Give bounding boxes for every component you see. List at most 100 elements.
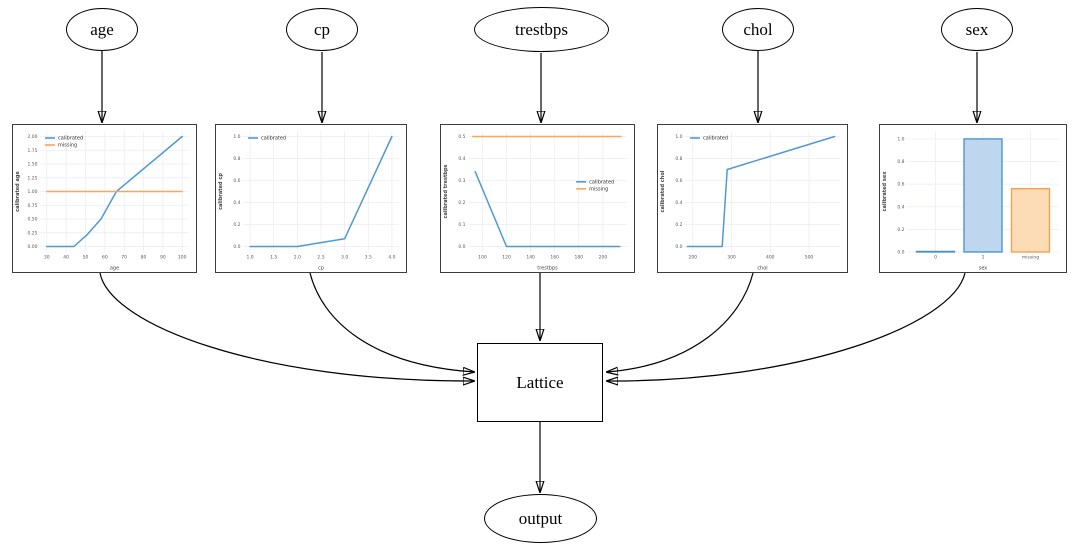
feature-node-trestbps: trestbps (474, 7, 609, 52)
svg-text:missing: missing (589, 187, 608, 193)
svg-text:0.50: 0.50 (27, 217, 37, 223)
svg-text:0.25: 0.25 (27, 230, 37, 236)
svg-text:180: 180 (575, 255, 584, 261)
feature-node-sex-label: sex (965, 19, 989, 39)
svg-text:60: 60 (102, 255, 108, 261)
svg-text:100: 100 (178, 255, 187, 261)
svg-text:3.5: 3.5 (365, 255, 372, 261)
calibration-plot-chol: 200 300 400 500 0.0 0.2 0.4 0.6 0.8 1.0 calibrated… (657, 124, 848, 273)
svg-text:0.4: 0.4 (675, 200, 682, 206)
svg-text:0.0: 0.0 (897, 250, 904, 256)
svg-text:0.1: 0.1 (458, 222, 465, 228)
svg-text:chol: chol (757, 266, 767, 272)
svg-text:0.0: 0.0 (233, 244, 240, 250)
feature-node-cp-label: cp (313, 19, 331, 39)
svg-text:0.8: 0.8 (675, 156, 682, 162)
svg-text:1.75: 1.75 (27, 148, 37, 154)
calibration-plot-trestbps: 100 120 140 160 180 200 0.0 0.1 0.2 0.3 0.4 0.5 cali… (440, 124, 635, 273)
edge-calibration-cp-to-lattice (309, 272, 474, 372)
svg-text:missing: missing (1022, 255, 1039, 261)
svg-text:300: 300 (727, 255, 736, 261)
svg-text:0.6: 0.6 (675, 178, 682, 184)
svg-text:0.4: 0.4 (897, 204, 904, 210)
svg-text:0.0: 0.0 (675, 244, 682, 250)
svg-text:1.0: 1.0 (233, 134, 240, 140)
svg-text:0.8: 0.8 (233, 156, 240, 162)
svg-text:calibrated sex: calibrated sex (882, 171, 888, 212)
svg-text:1.0: 1.0 (675, 134, 682, 140)
svg-text:1: 1 (982, 255, 985, 261)
svg-text:0.4: 0.4 (458, 156, 465, 162)
svg-text:4.0: 4.0 (388, 255, 395, 261)
lattice-node-label: Lattice (516, 372, 564, 392)
svg-text:0.2: 0.2 (458, 200, 465, 206)
svg-text:40: 40 (63, 255, 69, 261)
svg-text:calibrated age: calibrated age (15, 171, 21, 212)
calibration-plot-sex: 0 1 missing 0.0 0.2 0.4 0.6 0.8 1.0 sex calibrated… (879, 124, 1067, 273)
calibration-chart-chol: 200 300 400 500 0.0 0.2 0.4 0.6 0.8 1.0 calibrated… (658, 125, 847, 272)
svg-text:sex: sex (979, 266, 988, 272)
feature-node-trestbps-label: trestbps (515, 19, 568, 39)
feature-node-chol: chol (722, 8, 794, 51)
feature-node-cp: cp (286, 8, 358, 51)
svg-text:160: 160 (550, 255, 559, 261)
svg-text:30: 30 (44, 255, 50, 261)
edge-calibration-sex-to-lattice (607, 272, 966, 381)
svg-text:calibrated: calibrated (261, 136, 286, 142)
svg-text:calibrated: calibrated (703, 136, 728, 142)
svg-text:0.2: 0.2 (675, 222, 682, 228)
svg-text:1.0: 1.0 (247, 255, 254, 261)
output-node-label: output (518, 508, 563, 528)
svg-text:2.0: 2.0 (294, 255, 301, 261)
svg-text:1.50: 1.50 (27, 162, 37, 168)
svg-text:0.6: 0.6 (233, 178, 240, 184)
svg-text:140: 140 (526, 255, 535, 261)
svg-text:200: 200 (599, 255, 608, 261)
svg-text:2.00: 2.00 (27, 134, 37, 140)
feature-node-age: age (66, 8, 138, 51)
svg-text:missing: missing (58, 143, 77, 149)
svg-text:calibrated: calibrated (58, 136, 83, 142)
svg-text:400: 400 (766, 255, 775, 261)
feature-node-age-label: age (90, 19, 114, 39)
svg-text:0.2: 0.2 (897, 227, 904, 233)
feature-node-sex: sex (941, 8, 1013, 51)
svg-text:0.2: 0.2 (233, 222, 240, 228)
svg-text:200: 200 (688, 255, 697, 261)
svg-text:1.25: 1.25 (27, 175, 37, 181)
svg-text:1.5: 1.5 (270, 255, 277, 261)
svg-text:cp: cp (318, 266, 324, 272)
svg-text:0.6: 0.6 (897, 182, 904, 188)
svg-text:100: 100 (478, 255, 487, 261)
edge-calibration-age-to-lattice (99, 272, 474, 381)
svg-text:calibrated: calibrated (589, 180, 614, 186)
output-node: output (484, 494, 597, 543)
svg-text:50: 50 (83, 255, 89, 261)
svg-text:500: 500 (805, 255, 814, 261)
svg-text:0.0: 0.0 (458, 244, 465, 250)
lattice-node: Lattice (477, 343, 603, 422)
svg-text:120: 120 (502, 255, 511, 261)
feature-node-chol-label: chol (743, 19, 773, 39)
svg-text:age: age (110, 266, 119, 272)
calibration-chart-sex: 0 1 missing 0.0 0.2 0.4 0.6 0.8 1.0 sex calibrated… (880, 125, 1066, 272)
svg-text:0.8: 0.8 (897, 159, 904, 165)
svg-text:trestbps: trestbps (537, 266, 558, 272)
svg-text:90: 90 (160, 255, 166, 261)
svg-text:calibrated chol: calibrated chol (660, 170, 666, 212)
calibration-chart-trestbps: 100 120 140 160 180 200 0.0 0.1 0.2 0.3 0.4 0.5 cali… (441, 125, 634, 272)
svg-text:1.0: 1.0 (897, 137, 904, 143)
svg-text:0.75: 0.75 (27, 203, 37, 209)
svg-text:calibrated cp: calibrated cp (218, 173, 224, 210)
svg-text:1.00: 1.00 (27, 189, 37, 195)
svg-text:0.00: 0.00 (27, 244, 37, 250)
svg-text:0.3: 0.3 (458, 178, 465, 184)
svg-text:0: 0 (934, 255, 937, 261)
svg-text:0.5: 0.5 (458, 134, 465, 140)
